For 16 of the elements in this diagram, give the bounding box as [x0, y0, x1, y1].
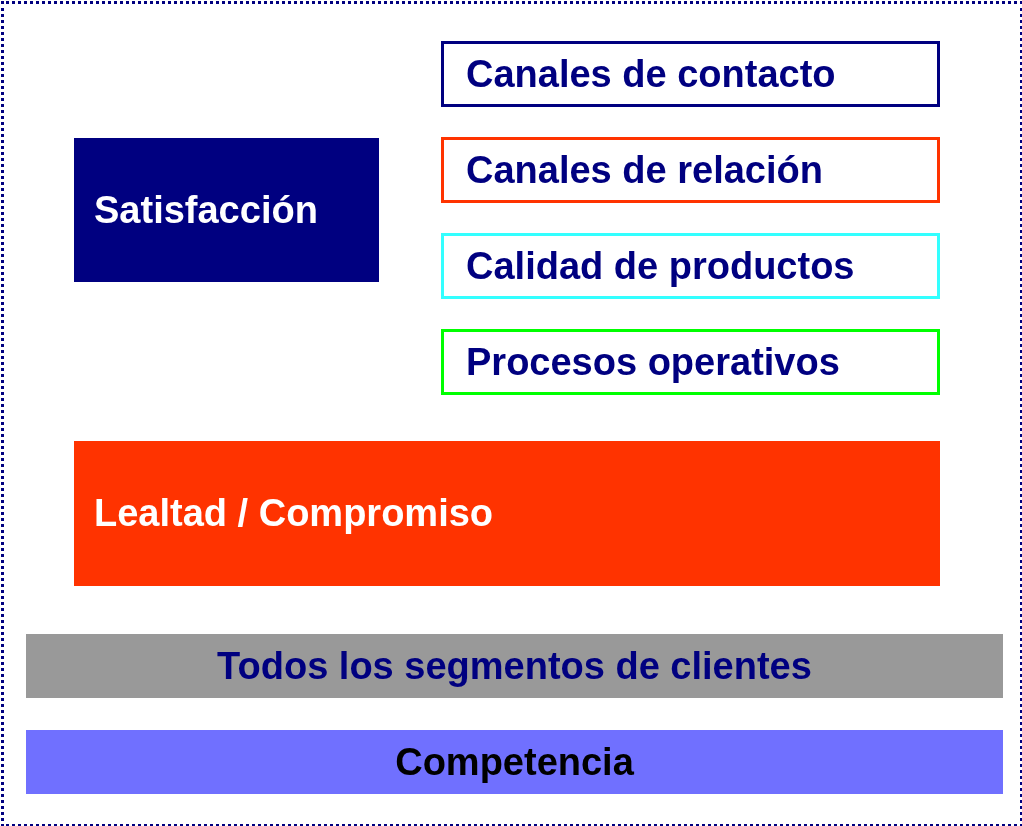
box-label: Procesos operativos — [466, 340, 840, 384]
box-label: Todos los segmentos de clientes — [217, 644, 812, 688]
factor-box — [441, 233, 940, 299]
box-label: Calidad de productos — [466, 244, 855, 288]
factor-box — [441, 41, 940, 107]
box-label: Lealtad / Compromiso — [94, 492, 494, 535]
satisfaction-box — [74, 138, 379, 282]
segments-band — [26, 634, 1003, 698]
loyalty-band — [74, 441, 940, 586]
competition-band — [26, 730, 1003, 794]
box-label: Canales de relación — [466, 148, 823, 192]
factor-box — [441, 329, 940, 395]
box-label: Satisfacción — [94, 188, 318, 232]
box-label: Competencia — [395, 740, 634, 784]
factor-box — [441, 137, 940, 203]
box-label: Canales de contacto — [466, 52, 836, 96]
